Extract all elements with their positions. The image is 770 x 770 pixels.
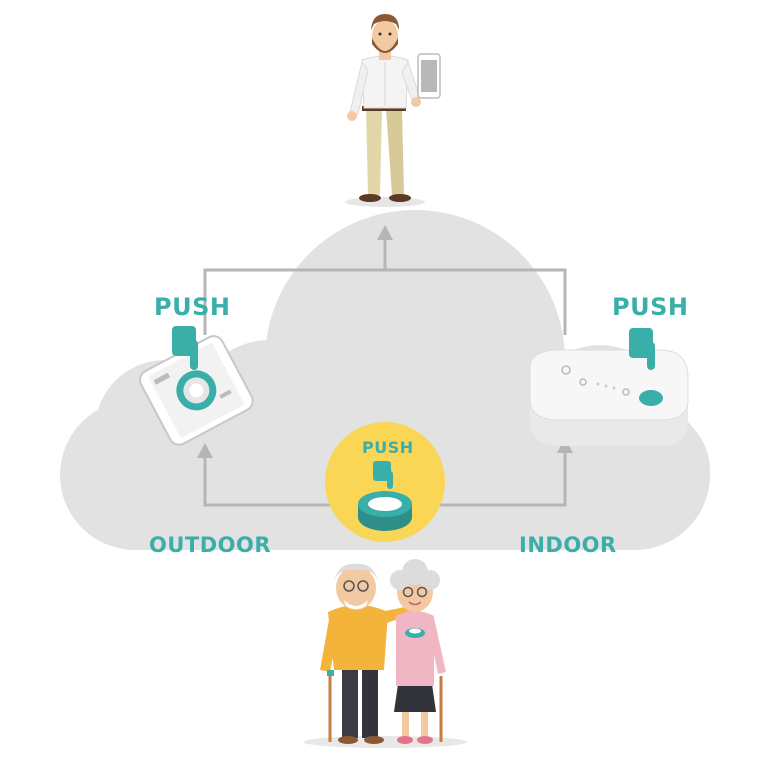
push-label-base: PUSH xyxy=(612,293,689,321)
pointing-hand-icon xyxy=(172,326,198,370)
arrow-pendant-to-base xyxy=(440,450,567,507)
arrow-head-phone xyxy=(197,443,213,458)
arrow-head-caregiver xyxy=(377,225,393,240)
pointing-hand-icon xyxy=(629,328,655,370)
pointing-hand-icon xyxy=(373,461,393,489)
panic-button-pendant-icon xyxy=(325,422,445,542)
base-station-icon xyxy=(529,349,689,446)
flow-arrows xyxy=(203,238,567,507)
caregiver-icon xyxy=(345,14,441,207)
elderly-couple-icon xyxy=(303,559,467,748)
outdoor-label: OUTDOOR xyxy=(149,533,272,557)
push-label-phone: PUSH xyxy=(154,293,231,321)
smartphone-app-icon xyxy=(139,335,254,446)
push-label-pendant: PUSH xyxy=(362,438,414,457)
indoor-label: INDOOR xyxy=(519,533,617,557)
arrow-pendant-to-phone xyxy=(203,455,330,507)
